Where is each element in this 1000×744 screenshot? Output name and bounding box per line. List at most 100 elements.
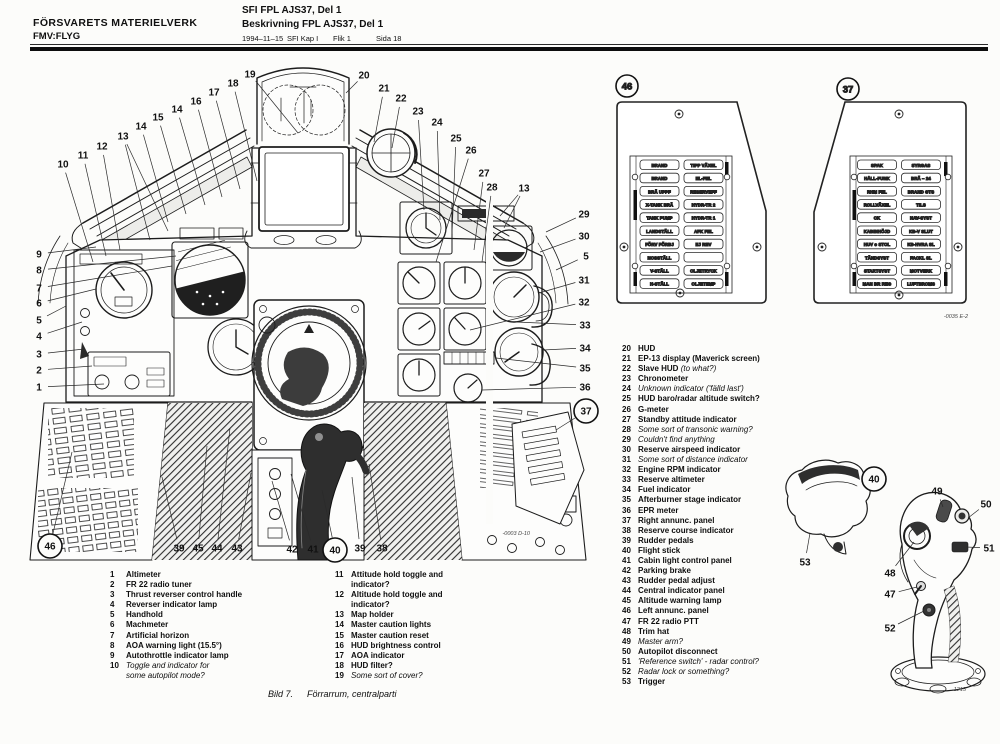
legend-item-label: Altimeter: [126, 570, 161, 579]
panel37-badge: 37: [843, 85, 854, 96]
callout-leader-line: [179, 117, 206, 206]
callout-45: 45: [192, 544, 204, 555]
callout-leader-line: [418, 119, 425, 211]
annunciator-cell: [901, 199, 941, 210]
legend-item-label: Engine RPM indicator: [638, 465, 721, 475]
callout-51: 51: [983, 544, 995, 555]
stick-side-view: [890, 491, 986, 694]
annunciator-cell: [901, 225, 941, 237]
legend-item-label: Altitude warning lamp: [638, 596, 722, 606]
legend-item-number: 2: [110, 580, 115, 590]
legend-item-continuation: indicator?: [351, 580, 390, 590]
annunciator-cell: [857, 212, 897, 223]
figure-caption: Bild 7.Förrarrum, centralparti: [268, 689, 397, 699]
callout-leader-line: [967, 509, 980, 519]
legend-item-number: 9: [110, 650, 115, 660]
header-rule-thin: [30, 44, 988, 45]
flight-stick-cockpit: [280, 347, 370, 561]
annunciator-cell: [683, 212, 724, 223]
legend-item-number: 3: [110, 590, 115, 600]
callout-42: 42: [286, 545, 298, 556]
doc-chapter: SFI Kap I: [287, 34, 319, 43]
callout-34: 34: [579, 344, 591, 355]
legend-item-label: Flight stick: [638, 545, 681, 555]
legend-item-label: FR 22 radio PTT: [638, 616, 699, 626]
callout-27: 27: [478, 169, 490, 180]
annunciator-cell-label: SPAK: [871, 163, 884, 168]
callout-20: 20: [358, 71, 370, 82]
legend-item-number: 8: [110, 640, 115, 650]
legend-item-number: 26: [622, 404, 631, 414]
legend-item-number: 33: [622, 475, 631, 485]
annunciator-cell-label: NOSSTÄLL: [648, 255, 672, 260]
callout-46: 46: [44, 542, 56, 553]
callout-21: 21: [378, 84, 390, 95]
callout-leader-line: [255, 80, 299, 134]
dept-name: FMV:FLYG: [33, 31, 81, 42]
annunciator-cell: [639, 238, 680, 250]
annunciator-cell: [901, 265, 941, 276]
hud-display-unit: [244, 146, 362, 249]
stick-grip-top-view: [785, 459, 871, 555]
callout-leader-line: [545, 217, 577, 233]
annunciator-cell-label: NAV-SYST: [910, 216, 932, 221]
callout-49: 49: [931, 487, 943, 498]
legend-item-number: 1: [110, 570, 115, 579]
legend-item-number: 19: [335, 670, 344, 680]
callout-53: 53: [799, 558, 811, 569]
legend-item-label: Right annunc. panel: [638, 515, 715, 525]
callout-leader-line: [345, 81, 358, 94]
legend-item-number: 17: [335, 650, 344, 660]
figure-ref-panel: -0035 E-2: [944, 314, 968, 320]
legend-item: 40 Flight stick: [622, 546, 760, 556]
legend-item-number: 21: [622, 354, 631, 364]
legend-item-number: 49: [622, 636, 631, 646]
annunciator-cell-label: HYDR-TR 2: [692, 203, 716, 208]
legend-item-continuation: some autopilot mode?: [126, 670, 205, 680]
legend-item: 35 Afterburner stage indicator: [622, 495, 760, 505]
left-console: [29, 402, 169, 561]
legend-item-number: 40: [622, 545, 631, 555]
callout-leader-line: [897, 610, 925, 625]
legend-item-label: Afterburner stage indicator: [638, 495, 742, 505]
callout-leader-line: [161, 476, 178, 540]
callout-leader-line: [538, 282, 576, 294]
annunciator-cell-label: STARTSYST: [864, 269, 890, 274]
callout-25: 25: [450, 134, 462, 145]
panel46-badge: 46: [622, 82, 633, 93]
legend-item-number: 27: [622, 414, 631, 424]
callout-leader-line: [160, 125, 187, 215]
callout-leader-line: [47, 255, 177, 270]
annunciator-cell-label: TILS: [916, 203, 926, 208]
legend-item-label: Reverser indicator lamp: [126, 600, 218, 610]
annunciator-cell: [639, 212, 680, 223]
legend-item-label: Reserve course indicator: [638, 525, 734, 535]
annunciator-cell-label: LANDSTÄLL: [646, 229, 673, 234]
callout-leader-line: [47, 321, 83, 334]
legend-item-label: Thrust reverser control handle: [126, 590, 243, 600]
legend-item-label: Reserve airspeed indicator: [638, 444, 741, 454]
legend-item-number: 34: [622, 485, 631, 495]
legend-item-number: 14: [335, 620, 344, 630]
annunciator-cell: [901, 172, 941, 184]
callout-2: 2: [36, 366, 42, 377]
legend-item-number: 35: [622, 495, 631, 505]
callout-35: 35: [579, 364, 591, 375]
legend-item-number: 24: [622, 384, 631, 394]
annunciator-cell: [683, 265, 724, 276]
legend-item-number: 48: [622, 626, 631, 636]
legend-item-number: 30: [622, 444, 631, 454]
legend-item-label: Master caution reset: [351, 630, 429, 640]
callout-leader-line: [290, 473, 311, 541]
annunciator-cell: [683, 278, 724, 289]
legend-item-label: Autopilot disconnect: [638, 646, 718, 656]
